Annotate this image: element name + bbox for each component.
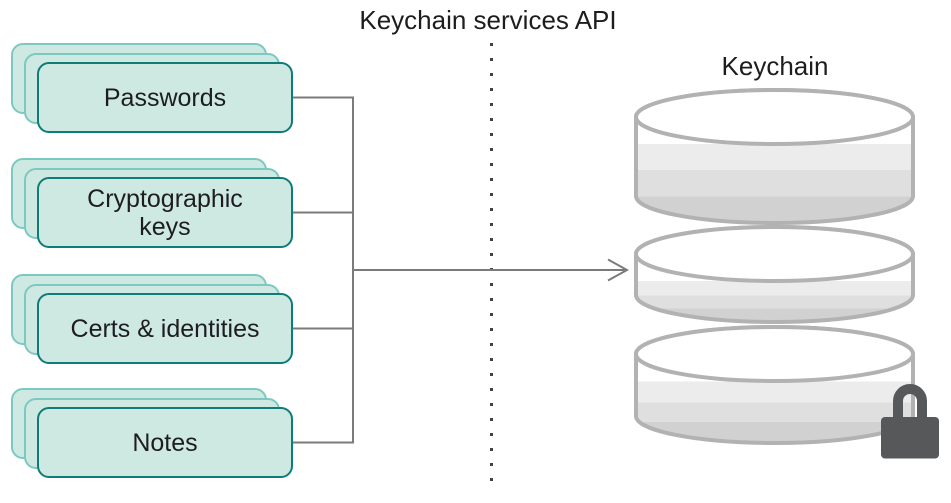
keychain-database-icon bbox=[634, 88, 915, 445]
card-cryptographic-keys: Cryptographic keys bbox=[37, 177, 293, 248]
card-notes: Notes bbox=[37, 407, 293, 478]
card-label-passwords: Passwords bbox=[103, 83, 227, 112]
card-certs-identities: Certs & identities bbox=[37, 293, 293, 364]
database-disc-middle-surface bbox=[634, 225, 915, 283]
card-label-certs-identities: Certs & identities bbox=[70, 314, 260, 343]
api-boundary-title: Keychain services API bbox=[359, 5, 617, 35]
card-label-notes: Notes bbox=[132, 428, 198, 457]
lock-icon bbox=[881, 384, 939, 459]
arrow-head-icon bbox=[607, 258, 630, 282]
database-disc-top-surface bbox=[634, 88, 915, 146]
database-disc-bottom-surface bbox=[634, 325, 915, 383]
lock-body bbox=[881, 417, 939, 459]
card-stack-cryptographic-keys: Cryptographic keys bbox=[11, 158, 293, 248]
card-passwords: Passwords bbox=[37, 62, 293, 133]
card-stack-certs-identities: Certs & identities bbox=[11, 274, 293, 364]
card-label-cryptographic-keys: Cryptographic keys bbox=[87, 184, 243, 241]
api-boundary-dotted-line bbox=[490, 43, 493, 490]
card-stack-passwords: Passwords bbox=[11, 43, 293, 133]
keychain-title: Keychain bbox=[721, 51, 829, 81]
card-stack-notes: Notes bbox=[11, 388, 293, 478]
lock-shackle bbox=[893, 384, 927, 420]
